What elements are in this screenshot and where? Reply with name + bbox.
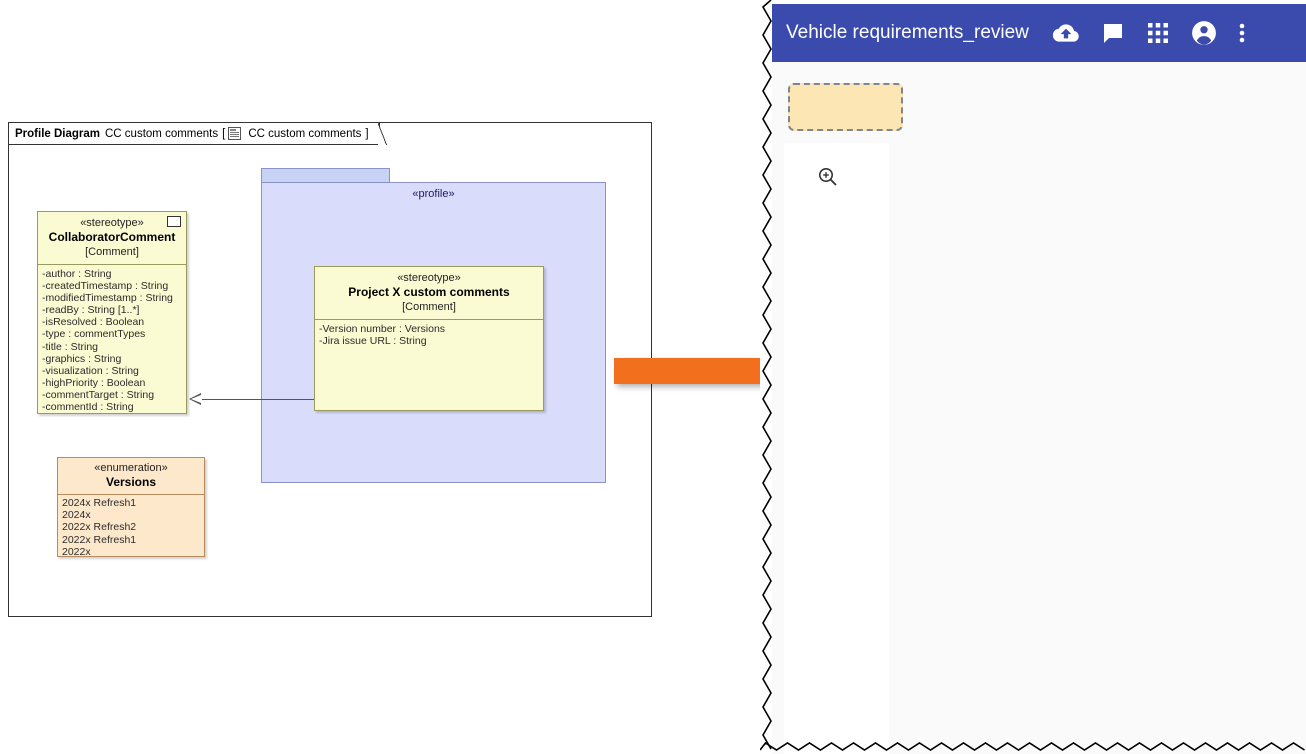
app-header: Vehicle requirements_review: [772, 4, 1306, 62]
class-header: «stereotype» Project X custom comments […: [315, 267, 543, 320]
diagram-name-label: CC custom comments: [105, 127, 219, 140]
collaborator-app-panel: New comment Comment customization templa…: [760, 0, 1306, 754]
class-attribute-list: -author : String -createdTimestamp : Str…: [38, 265, 186, 417]
class-attribute: -readBy : String [1..*]: [42, 304, 140, 317]
diagram-frame-heading: Profile Diagram CC custom comments [ CC …: [9, 122, 387, 145]
class-attribute: -type : commentTypes: [42, 328, 146, 341]
enumeration-versions[interactable]: «enumeration» Versions 2024x Refresh1 20…: [57, 457, 205, 560]
apps-grid-icon[interactable]: [1147, 22, 1169, 44]
class-attribute: -visualization : String: [42, 364, 139, 377]
class-name: Project X custom comments: [348, 285, 510, 299]
class-attribute: -commentTarget : String: [42, 388, 155, 401]
class-metaclass: [Comment]: [85, 246, 139, 258]
enumeration-literal: 2024x: [62, 509, 91, 522]
app-title: Vehicle requirements_review: [786, 22, 1029, 43]
sticky-note-placeholder[interactable]: [788, 83, 903, 131]
class-header: «stereotype» CollaboratorComment [Commen…: [38, 212, 186, 265]
class-project-x-custom-comments[interactable]: «stereotype» Project X custom comments […: [314, 266, 544, 411]
account-icon[interactable]: [1191, 20, 1217, 46]
comment-icon[interactable]: [1101, 21, 1125, 45]
generalization-arrowhead: [189, 393, 201, 405]
document-canvas[interactable]: [772, 62, 1306, 754]
diagram-context-label: CC custom comments: [248, 127, 362, 140]
zoom-in-icon[interactable]: [816, 165, 840, 194]
class-stereotype: «stereotype»: [397, 272, 461, 284]
diagram-bracket-open: [: [222, 127, 226, 140]
enumeration-header: «enumeration» Versions: [58, 458, 204, 495]
class-attribute: -title : String: [42, 340, 99, 353]
generalization-connector-line: [202, 399, 314, 400]
enumeration-literal: 2022x Refresh1: [62, 533, 137, 546]
profile-diagram-frame: Profile Diagram CC custom comments [ CC …: [8, 122, 652, 617]
class-attribute: -highPriority : Boolean: [42, 376, 146, 389]
enumeration-stereotype: «enumeration»: [94, 462, 168, 474]
diagram-kind-label: Profile Diagram: [15, 127, 100, 140]
class-attribute-list: -Version number : Versions -Jira issue U…: [315, 320, 543, 351]
diagram-bracket-close: ]: [365, 127, 369, 140]
class-attribute: -modifiedTimestamp : String: [42, 292, 173, 305]
note-icon: [167, 216, 181, 227]
note-tool-card: [784, 143, 889, 754]
class-attribute: -Version number : Versions: [319, 323, 446, 335]
enumeration-literal: 2022x: [62, 545, 91, 558]
enumeration-name: Versions: [105, 475, 157, 489]
package-stereotype-label: «profile»: [412, 188, 455, 200]
class-stereotype: «stereotype»: [80, 217, 144, 229]
diagram-icon: [228, 127, 242, 140]
class-attribute: -author : String: [42, 268, 112, 280]
app-header-icons: [1052, 20, 1245, 46]
enumeration-literal: 2022x Refresh2: [62, 521, 137, 534]
cloud-upload-icon[interactable]: [1052, 20, 1079, 46]
class-attribute: -createdTimestamp : String: [42, 280, 169, 293]
class-attribute: -graphics : String: [42, 352, 122, 365]
class-attribute: -Jira issue URL : String: [319, 335, 427, 348]
class-name: CollaboratorComment: [48, 230, 176, 244]
class-attribute: -commentId : String: [42, 401, 134, 414]
class-metaclass: [Comment]: [402, 301, 456, 313]
class-attribute: -isResolved : Boolean: [42, 316, 145, 329]
enumeration-literal-list: 2024x Refresh1 2024x 2022x Refresh2 2022…: [58, 495, 204, 560]
more-vert-icon[interactable]: [1239, 21, 1245, 45]
package-tab: [261, 168, 390, 183]
class-collaborator-comment[interactable]: «stereotype» CollaboratorComment [Commen…: [37, 211, 187, 414]
enumeration-literal: 2024x Refresh1: [62, 497, 137, 509]
